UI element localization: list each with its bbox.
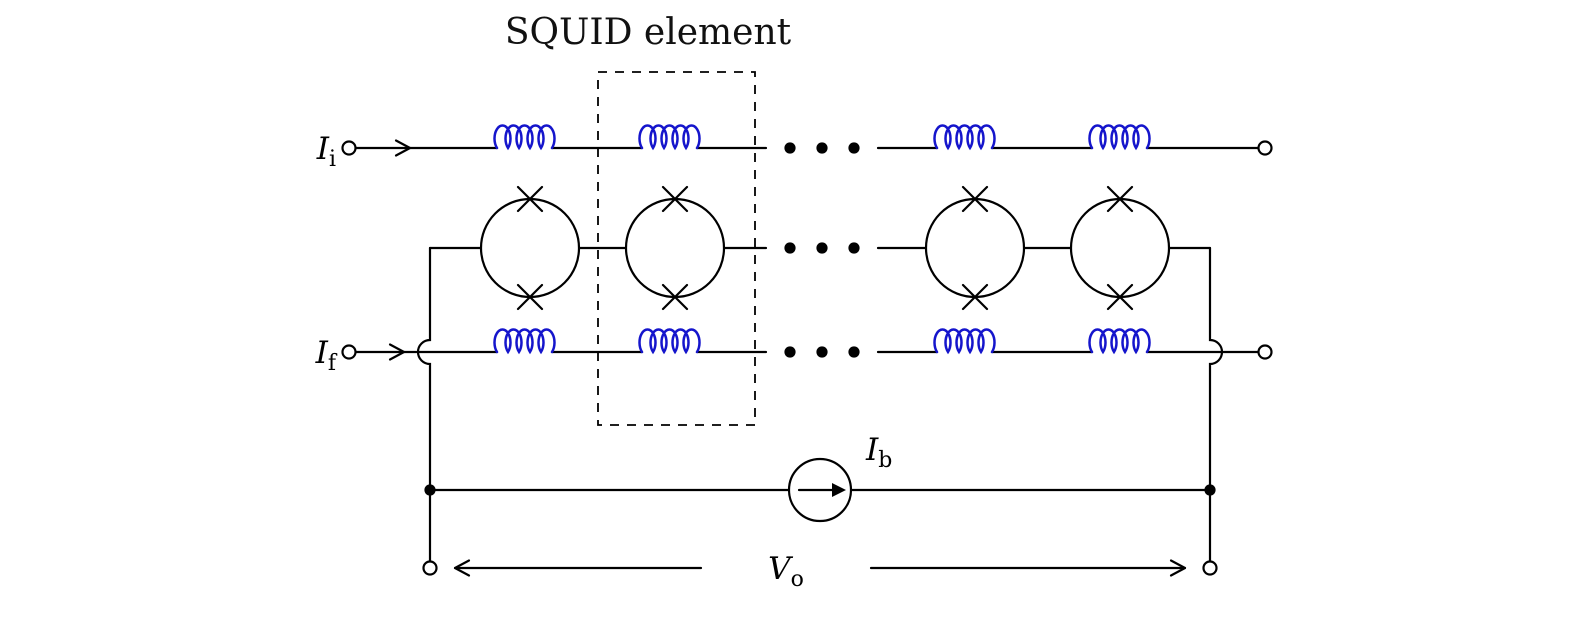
inductor-coil [1088,124,1151,150]
current-source-arrowhead-icon [832,483,846,497]
output-terminal-right [1202,560,1218,576]
inductor-coil [493,328,556,354]
squid-array-row [428,185,1212,311]
junction-dot [424,484,436,496]
feedback-current-label: If [315,335,338,376]
output-terminal-left [422,560,438,576]
squid-loop [1069,185,1171,311]
input-line: Ii [316,131,1273,172]
output-voltage-annotation: Vo [422,551,1218,592]
inductor-coil [638,328,701,354]
feedback-line: If [315,335,1273,376]
squid-loop [924,185,1026,311]
input-ellipsis-dots [784,142,860,154]
feedback-ellipsis-dots [784,346,860,358]
junction-dot [1204,484,1216,496]
diagram-title: SQUID element [505,12,792,53]
input-current-label: Ii [316,131,336,172]
inductors [493,124,1151,354]
input-terminal-right [1257,140,1273,156]
squid-loop [624,185,726,311]
feedback-terminal-left [341,344,357,360]
left-rail [416,246,432,563]
inductor-coil [933,328,996,354]
squid-ellipsis-dots [784,242,860,254]
squid-loop [479,185,581,311]
inductor-coil [933,124,996,150]
inductor-coil [493,124,556,150]
right-rail [1208,246,1224,563]
feedback-terminal-right [1257,344,1273,360]
input-terminal-left [341,140,357,156]
inductor-coil [1088,328,1151,354]
bias-current-label: Ib [865,432,892,473]
output-voltage-label: Vo [768,551,804,592]
bias-rail: Ib [424,432,1216,523]
inductor-coil [638,124,701,150]
